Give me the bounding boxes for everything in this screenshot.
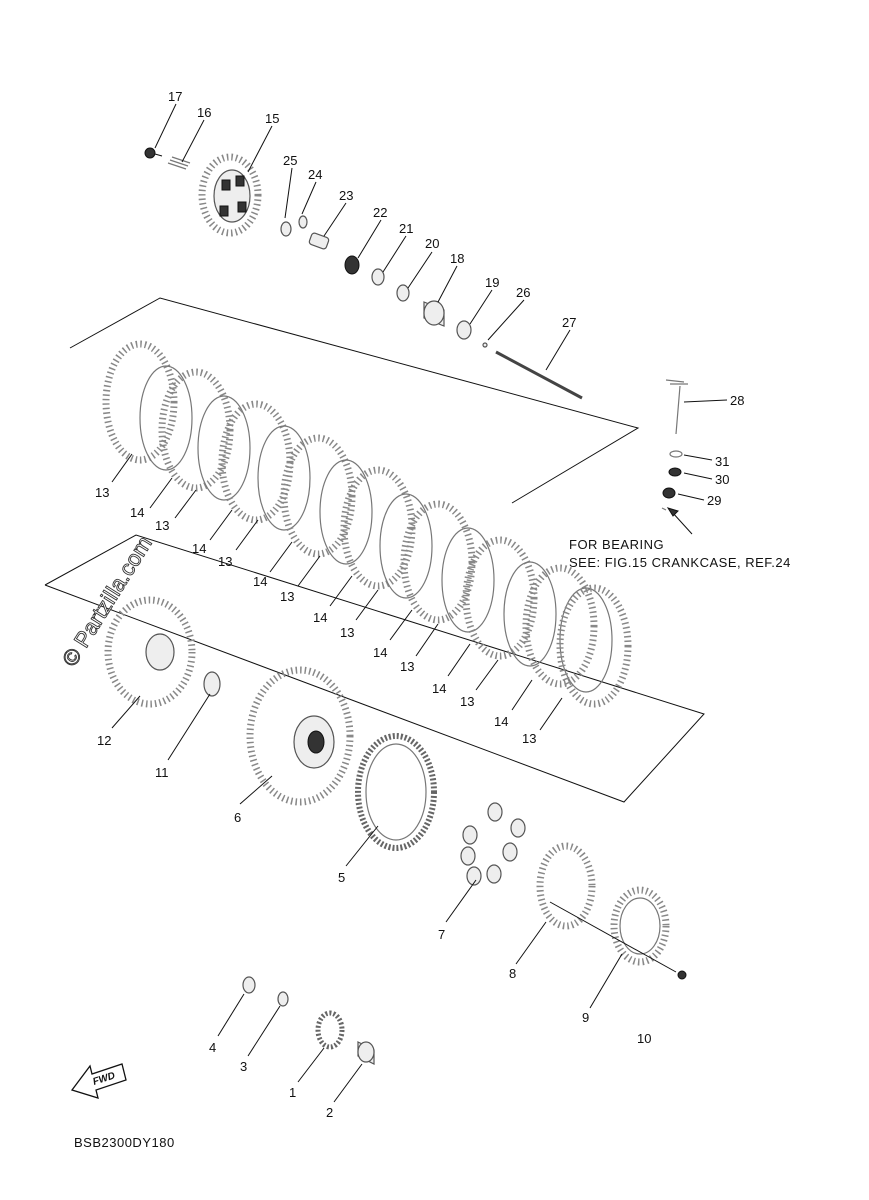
label-15: 15 — [265, 111, 279, 126]
label-13: 13 — [340, 625, 354, 640]
leader-lines — [111, 103, 728, 1103]
label-26: 26 — [516, 285, 530, 300]
part-labels: 17 16 15 25 24 23 22 21 20 18 19 26 27 2… — [95, 89, 744, 1120]
part-10-bolt — [549, 901, 687, 980]
part-27-pushrod — [495, 350, 583, 400]
bearing-note-line2: SEE: FIG.15 CRANKCASE, REF.24 — [569, 555, 791, 570]
label-10: 10 — [637, 1031, 651, 1046]
part-22-nut — [344, 255, 360, 275]
part-9-plate — [610, 886, 670, 966]
watermark: © Partzilla.com — [57, 532, 157, 671]
label-14: 14 — [313, 610, 327, 625]
part-12-clutch-boss — [104, 596, 196, 708]
part-25-ring — [280, 221, 292, 237]
part-19-washer — [456, 320, 472, 340]
part-4-nut — [242, 976, 256, 994]
part-20-washer — [396, 284, 410, 302]
label-13: 13 — [522, 731, 536, 746]
label-9: 9 — [582, 1010, 589, 1025]
friction-plate-stack — [102, 340, 632, 708]
part-21-washer — [371, 268, 385, 286]
part-3-washer — [277, 991, 289, 1007]
label-7: 7 — [438, 927, 445, 942]
label-28: 28 — [730, 393, 744, 408]
label-16: 16 — [197, 105, 211, 120]
label-2: 2 — [326, 1105, 333, 1120]
label-25: 25 — [283, 153, 297, 168]
part-11-washer — [203, 671, 221, 697]
label-22: 22 — [373, 205, 387, 220]
part-24-bearing — [298, 215, 308, 229]
part-bearing-ref — [661, 507, 667, 511]
fwd-arrow-icon: FWD — [70, 1063, 127, 1099]
label-14: 14 — [130, 505, 144, 520]
label-20: 20 — [425, 236, 439, 251]
label-14: 14 — [494, 714, 508, 729]
label-13: 13 — [400, 659, 414, 674]
part-5-gear — [355, 733, 437, 851]
label-13: 13 — [280, 589, 294, 604]
label-13: 13 — [155, 518, 169, 533]
plate-stack-frame-top — [69, 297, 640, 504]
diagram-code: BSB2300DY180 — [74, 1135, 175, 1150]
label-31: 31 — [715, 454, 729, 469]
part-28-lever — [665, 379, 688, 435]
label-23: 23 — [339, 188, 353, 203]
label-14: 14 — [192, 541, 206, 556]
part-16-spring — [167, 156, 191, 170]
plate-stack-frame-bottom — [44, 534, 705, 803]
label-17: 17 — [168, 89, 182, 104]
label-13: 13 — [95, 485, 109, 500]
label-6: 6 — [234, 810, 241, 825]
label-11: 11 — [155, 765, 169, 780]
part-8-plate — [536, 842, 596, 930]
label-5: 5 — [338, 870, 345, 885]
label-24: 24 — [308, 167, 322, 182]
label-14: 14 — [253, 574, 267, 589]
label-13: 13 — [460, 694, 474, 709]
label-29: 29 — [707, 493, 721, 508]
label-8: 8 — [509, 966, 516, 981]
part-15-pressure-plate — [198, 153, 262, 237]
label-4: 4 — [209, 1040, 216, 1055]
part-29-bearing — [662, 487, 676, 499]
part-17-bolt — [144, 147, 163, 159]
part-23-pushrod — [308, 232, 330, 250]
part-2-bearing — [357, 1041, 375, 1065]
label-19: 19 — [485, 275, 499, 290]
label-21: 21 — [399, 221, 413, 236]
label-27: 27 — [562, 315, 576, 330]
label-30: 30 — [715, 472, 729, 487]
part-18-bearing — [423, 300, 445, 327]
part-7-dampers — [460, 802, 526, 886]
label-12: 12 — [97, 733, 111, 748]
part-1-gear — [315, 1010, 345, 1050]
bearing-note-line1: FOR BEARING — [569, 537, 664, 552]
part-6-clutch-housing — [246, 666, 354, 806]
label-14: 14 — [373, 645, 387, 660]
label-1: 1 — [289, 1085, 296, 1100]
label-13: 13 — [218, 554, 232, 569]
part-26-ball — [482, 342, 488, 348]
part-31-oring — [669, 450, 683, 458]
label-14: 14 — [432, 681, 446, 696]
label-3: 3 — [240, 1059, 247, 1074]
label-18: 18 — [450, 251, 464, 266]
part-30-seal — [668, 467, 682, 477]
